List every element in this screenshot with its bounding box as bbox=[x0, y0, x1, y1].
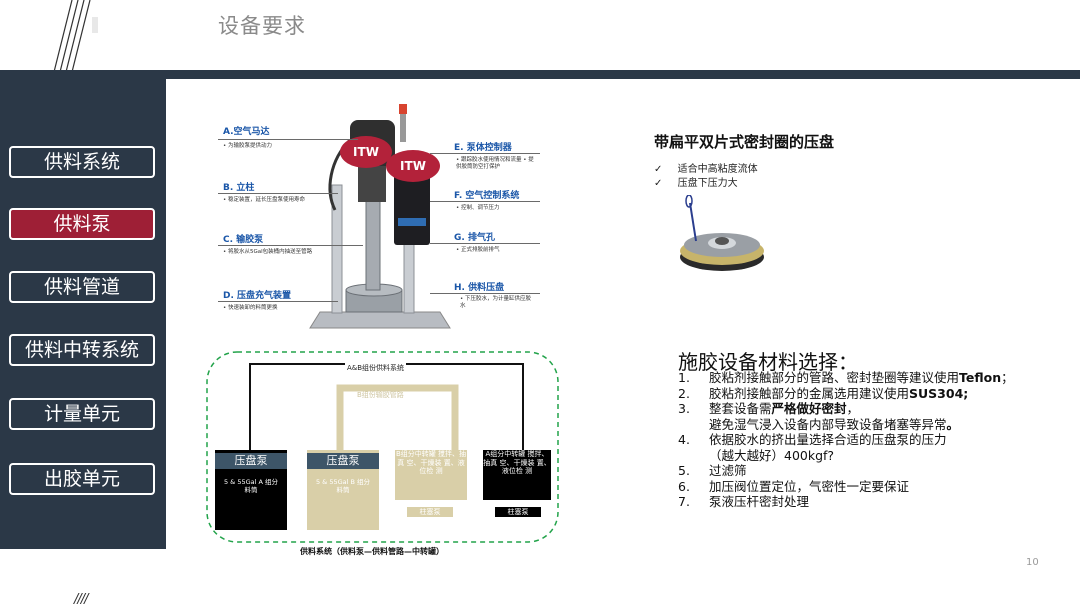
material-selection-title: 施胶设备材料选择： bbox=[678, 350, 858, 374]
check-icon: ✓ bbox=[654, 164, 663, 175]
diagram-caption: 供料系统（供料泵—供料管路—中转罐） bbox=[300, 547, 444, 556]
itw-badge-left: ITW bbox=[340, 136, 392, 168]
header-logo-placeholder bbox=[92, 17, 98, 33]
pump-label-f: F. 空气控制系统 bbox=[454, 191, 520, 201]
pump-note-c: • 将胶水从5Gal包装桶内抽送至管路 bbox=[223, 249, 313, 255]
platen-image bbox=[676, 194, 768, 280]
sidebar-item-transfer-system[interactable]: 供料中转系统 bbox=[9, 334, 155, 366]
tank-b-title: 压盘泵 bbox=[307, 453, 379, 469]
list-item: 避免湿气浸入设备内部导致设备堵塞等异常。 bbox=[709, 416, 960, 432]
pump-label-a: A.空气马达 bbox=[223, 127, 270, 137]
page-title: 设备要求 bbox=[218, 14, 306, 38]
pump-leader-h bbox=[430, 293, 540, 294]
platen-title: 带扁平双片式密封圈的压盘 bbox=[654, 133, 835, 151]
pump-label-c: C. 输胶泵 bbox=[223, 235, 264, 245]
pump-label-b: B. 立柱 bbox=[223, 183, 255, 193]
sidebar-item-supply-pipe[interactable]: 供料管道 bbox=[9, 271, 155, 303]
pump-leader-f bbox=[430, 201, 540, 202]
list-item: 5.过滤筛 bbox=[678, 463, 747, 478]
list-item: （越大越好）400kgf? bbox=[709, 447, 835, 463]
pump-label-e: E. 泵体控制器 bbox=[454, 143, 512, 153]
plunger-pump-a: 柱塞泵 bbox=[495, 507, 541, 517]
pump-illustration bbox=[300, 100, 460, 340]
footer-slash-decoration: //// bbox=[74, 592, 88, 607]
transfer-tank-b: B组分中转罐 搅拌、抽真 空、干燥装 置、液位检 测 bbox=[395, 450, 467, 500]
pump-label-h: H. 供料压盘 bbox=[454, 283, 505, 293]
pump-note-f: • 控制、调节压力 bbox=[456, 205, 500, 211]
transfer-tank-a: A组分中转罐 搅拌、抽真 空、干燥装 置、液位检 测 bbox=[483, 450, 551, 500]
pump-label-d: D. 压盘充气装置 bbox=[223, 291, 292, 301]
pump-note-a: • 为输胶泵提供动力 bbox=[223, 143, 272, 149]
check-item-1: ✓ 适合中高粘度流体 bbox=[654, 160, 758, 175]
pump-leader-b bbox=[218, 193, 338, 194]
tank-a-title: 压盘泵 bbox=[215, 453, 287, 469]
check-item-2-text: 压盘下压力大 bbox=[677, 178, 738, 189]
pump-note-e: • 跟踪胶水使用情况和流量 • 提供胶筒防空打保护 bbox=[456, 157, 534, 170]
pump-leader-c bbox=[218, 245, 363, 246]
check-item-2: ✓ 压盘下压力大 bbox=[654, 174, 738, 189]
check-icon: ✓ bbox=[654, 178, 663, 189]
list-item: 6.加压阀位置定位，气密性一定要保证 bbox=[678, 478, 910, 494]
plunger-pump-b: 柱塞泵 bbox=[407, 507, 453, 517]
itw-badge-right: ITW bbox=[386, 150, 440, 182]
sidebar-item-supply-pump[interactable]: 供料泵 bbox=[9, 208, 155, 240]
diagram-inner-label: B组份输胶管路 bbox=[357, 391, 404, 399]
header-slash-decoration bbox=[44, 0, 104, 72]
list-item: 7.泵液压杆密封处理 bbox=[678, 494, 810, 509]
tank-b-text: 5 & 55Gal B 组分料筒 bbox=[315, 478, 371, 494]
pump-note-h: • 下压胶水，为计量缸供应胶水 bbox=[460, 296, 531, 309]
pump-leader-d bbox=[218, 301, 338, 302]
list-item: 2.胶粘剂接触部分的金属选用建议使用SUS304; bbox=[678, 385, 969, 401]
list-item: 1.胶粘剂接触部分的管路、密封垫圈等建议使用Teflon； bbox=[678, 370, 1014, 385]
check-item-1-text: 适合中高粘度流体 bbox=[677, 164, 758, 175]
pump-label-g: G. 排气孔 bbox=[454, 233, 495, 243]
list-item: 3.整套设备需严格做好密封， bbox=[678, 401, 860, 416]
tank-a-text: 5 & 55Gal A 组分料筒 bbox=[223, 478, 278, 494]
pump-note-b: • 稳定装置，延长压盘泵使用寿命 bbox=[223, 197, 305, 203]
page-number: 10 bbox=[1026, 557, 1039, 568]
pump-leader-g bbox=[430, 243, 540, 244]
pump-note-g: • 正式排胶前排气 bbox=[456, 247, 500, 253]
supply-system-diagram: A&B组份供料系统 B组份输胶管路 压盘泵 5 & 55Gal A 组分料筒 压… bbox=[205, 350, 560, 545]
sidebar-item-dispensing-unit[interactable]: 出胶单元 bbox=[9, 463, 155, 495]
pump-note-d: • 快速装卸的料筒更换 bbox=[223, 305, 278, 311]
diagram-top-label: A&B组份供料系统 bbox=[345, 363, 407, 373]
pump-leader-e bbox=[430, 153, 540, 154]
sidebar-item-metering-unit[interactable]: 计量单元 bbox=[9, 398, 155, 430]
sidebar-item-supply-system[interactable]: 供料系统 bbox=[9, 146, 155, 178]
material-selection-list: 1.胶粘剂接触部分的管路、密封垫圈等建议使用Teflon； 2.胶粘剂接触部分的… bbox=[678, 370, 1014, 510]
list-item: 4.依据胶水的挤出量选择合适的压盘泵的压力 bbox=[678, 432, 947, 447]
header-band bbox=[0, 70, 1080, 79]
pump-leader-a bbox=[218, 139, 358, 140]
